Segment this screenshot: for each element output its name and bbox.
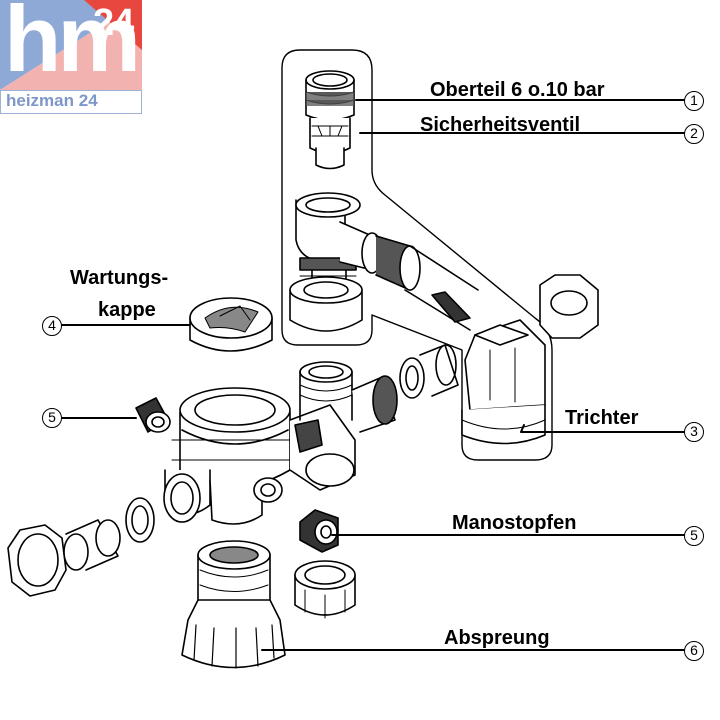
label-oberteil: Oberteil 6 o.10 bar	[430, 79, 605, 101]
group-outline	[281, 49, 553, 461]
manostopfen-part	[299, 509, 339, 553]
abspreung-part	[181, 540, 286, 669]
label-manostopfen: Manostopfen	[452, 512, 577, 534]
callout-number-1: 1	[684, 91, 704, 111]
oberteil-part	[305, 70, 355, 121]
logo-subtitle: heizman 24	[6, 91, 98, 110]
callout-number-2: 2	[684, 124, 704, 144]
safety-valve-body	[289, 192, 479, 332]
logo-graphic	[0, 0, 142, 114]
label-trichter: Trichter	[565, 407, 639, 429]
label-wartungskappe-line2: kappe	[98, 299, 156, 321]
heizman24-logo: hm 24 heizman 24	[0, 0, 142, 114]
nut-right	[539, 274, 599, 339]
label-sicherheitsventil: Sicherheitsventil	[420, 114, 581, 136]
left-fittings	[7, 497, 155, 597]
callout-number-3: 3	[684, 422, 704, 442]
main-valve-body	[163, 344, 459, 525]
callout-number-5-left: 5	[42, 408, 62, 428]
label-abspreung: Abspreung	[444, 627, 550, 649]
lower-nut	[294, 560, 356, 619]
callout-number-6: 6	[684, 641, 704, 661]
manostopfen-left-part	[135, 397, 171, 433]
wartungskappe-part	[189, 297, 273, 352]
label-wartungskappe-line1: Wartungs-	[70, 267, 169, 289]
sicherheitsventil-part	[309, 117, 351, 170]
callout-number-4: 4	[42, 316, 62, 336]
leader-lines	[61, 99, 685, 651]
logo-24-text: 24	[93, 2, 134, 44]
logo-hm-text: hm	[4, 0, 141, 91]
trichter-part	[461, 319, 546, 445]
callout-number-5: 5	[684, 526, 704, 546]
